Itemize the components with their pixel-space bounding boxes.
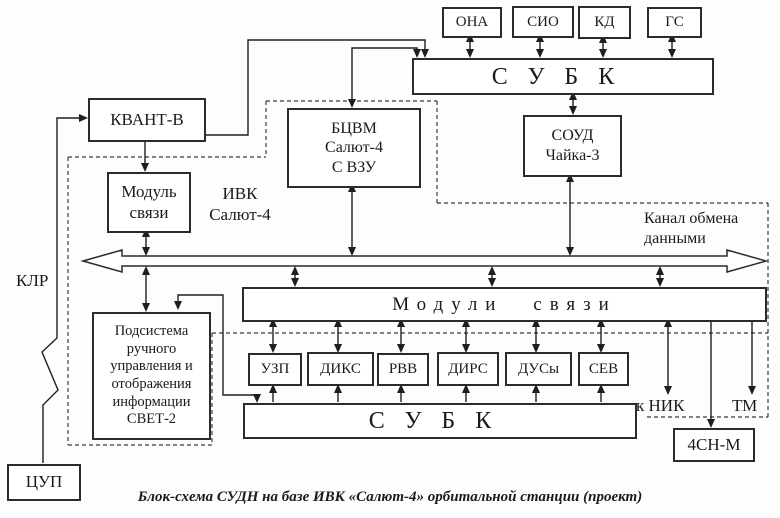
node-soud-label: СОУД Чайка-3 xyxy=(545,127,600,164)
node-kd: КД xyxy=(578,6,631,39)
label-ivk-text: ИВК Салют-4 xyxy=(209,184,271,224)
node-soud-chaika3: СОУД Чайка-3 xyxy=(523,115,622,177)
node-diks-label: ДИКС xyxy=(320,360,361,377)
node-rvv: РВВ xyxy=(377,353,429,386)
label-k-nik: к НИК xyxy=(636,395,684,416)
node-modul-svyazi: Модуль связи xyxy=(107,172,191,233)
node-sev-label: СЕВ xyxy=(588,360,619,377)
node-subk-top-label: СУБК xyxy=(491,63,635,90)
node-subk-bottom-label: СУБК xyxy=(368,408,512,434)
label-tm: ТМ xyxy=(732,395,757,416)
node-podsistema-label: Подсистема ручного управления и отображе… xyxy=(110,322,193,428)
node-ona-label: ОНА xyxy=(455,14,489,31)
node-sio: СИО xyxy=(512,6,574,38)
diagram-caption: Блок-схема СУДН на базе ИВК «Салют-4» ор… xyxy=(0,489,780,506)
node-dusy: ДУСы xyxy=(505,352,572,386)
node-ona: ОНА xyxy=(442,7,502,38)
diagram-caption-text: Блок-схема СУДН на базе ИВК «Салют-4» ор… xyxy=(137,489,643,505)
node-cup: ЦУП xyxy=(7,464,81,501)
radio-link-cup-kvant xyxy=(41,114,88,463)
node-dirs: ДИРС xyxy=(437,352,499,386)
node-moduli-svyazi-label: Модули связи xyxy=(392,294,617,315)
label-ivk-salyut4: ИВК Салют-4 xyxy=(190,183,290,225)
label-klr: КЛР xyxy=(16,270,48,291)
node-diks: ДИКС xyxy=(307,352,374,386)
node-dusy-label: ДУСы xyxy=(517,360,560,377)
label-k-nik-text: к НИК xyxy=(636,396,685,415)
node-modul-svyazi-label: Модуль связи xyxy=(121,181,177,222)
node-sev: СЕВ xyxy=(578,352,629,386)
node-kd-label: КД xyxy=(594,14,615,31)
node-bcvm-salyut4: БЦВМ Салют-4 С ВЗУ xyxy=(287,108,421,188)
node-bcvm-label: БЦВМ Салют-4 С ВЗУ xyxy=(325,119,383,176)
node-uzp-label: УЗП xyxy=(260,361,290,378)
node-gs-label: ГС xyxy=(665,14,684,31)
node-4sn-m: 4СН-М xyxy=(673,428,755,462)
node-4sn-m-label: 4СН-М xyxy=(687,434,741,454)
arrow-subk-bcvm xyxy=(348,47,421,108)
label-data-channel: Канал обмена данными xyxy=(644,209,774,249)
node-podsistema-svet2: Подсистема ручного управления и отображе… xyxy=(92,312,211,440)
node-sio-label: СИО xyxy=(527,13,559,30)
node-subk-bottom: СУБК xyxy=(243,403,637,439)
label-tm-text: ТМ xyxy=(732,396,758,415)
node-dirs-label: ДИРС xyxy=(448,360,488,377)
node-subk-top: СУБК xyxy=(412,58,714,95)
data-channel-arrow xyxy=(80,249,769,273)
label-klr-text: КЛР xyxy=(16,271,49,290)
node-moduli-svyazi: Модули связи xyxy=(242,287,767,322)
node-rvv-label: РВВ xyxy=(388,361,418,378)
label-data-channel-text: Канал обмена данными xyxy=(644,210,739,247)
node-cup-label: ЦУП xyxy=(25,472,63,492)
node-gs: ГС xyxy=(647,7,702,38)
node-kvant-v: КВАНТ-В xyxy=(88,98,206,142)
node-kvant-v-label: КВАНТ-В xyxy=(110,109,184,129)
node-uzp: УЗП xyxy=(248,353,302,386)
